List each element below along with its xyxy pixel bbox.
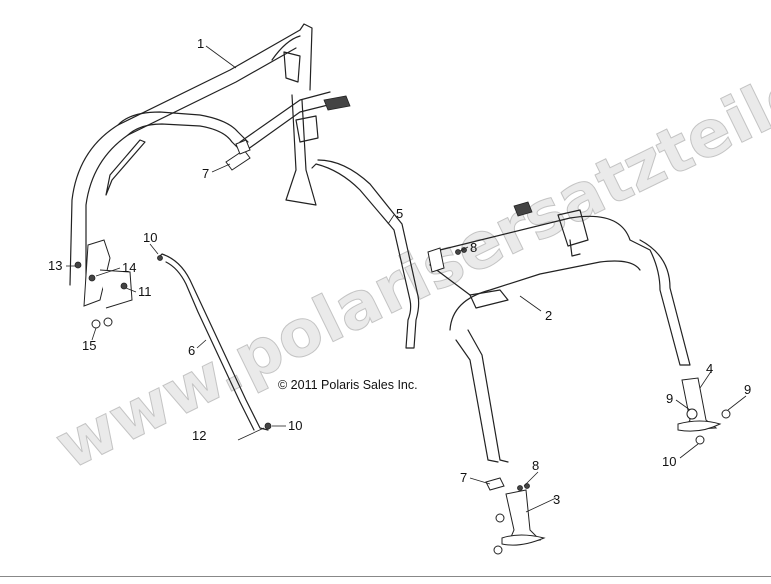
front-roll-cage-frame bbox=[427, 201, 691, 463]
callout-6: 6 bbox=[188, 343, 195, 358]
callout-11: 11 bbox=[138, 284, 152, 299]
bottom-divider bbox=[0, 576, 771, 577]
left-mount-bracket bbox=[74, 239, 133, 329]
callout-13: 13 bbox=[48, 258, 62, 273]
callout-4: 4 bbox=[706, 361, 713, 376]
callout-labels: 1 2 3 4 5 6 7 7 8 8 9 9 10 10 10 11 12 1… bbox=[48, 36, 751, 507]
front-foot-bracket-right bbox=[677, 377, 731, 445]
callout-8-upper: 8 bbox=[470, 240, 477, 255]
callout-15: 15 bbox=[82, 338, 96, 353]
front-foot-bracket-left bbox=[485, 477, 546, 555]
right-rear-brace bbox=[311, 159, 420, 349]
leader-lines bbox=[66, 45, 747, 513]
callout-10-middle: 10 bbox=[288, 418, 302, 433]
callout-5: 5 bbox=[396, 206, 403, 221]
callout-14: 14 bbox=[122, 260, 136, 275]
left-rear-brace bbox=[157, 253, 269, 431]
callout-9-left: 9 bbox=[666, 391, 673, 406]
callout-2: 2 bbox=[545, 308, 552, 323]
callout-9-right: 9 bbox=[744, 382, 751, 397]
tube-fitting-upper bbox=[225, 139, 251, 171]
callout-7-lower: 7 bbox=[460, 470, 467, 485]
callout-8-lower: 8 bbox=[532, 458, 539, 473]
callout-10-lower: 10 bbox=[662, 454, 676, 469]
copyright-notice: © 2011 Polaris Sales Inc. bbox=[278, 378, 418, 392]
callout-3: 3 bbox=[553, 492, 560, 507]
callout-12: 12 bbox=[192, 428, 206, 443]
callout-1: 1 bbox=[197, 36, 204, 51]
rear-roll-cage-frame bbox=[69, 23, 351, 286]
callout-7-upper: 7 bbox=[202, 166, 209, 181]
upper-right-hardware bbox=[455, 247, 467, 255]
brace-bolt-hardware bbox=[237, 422, 272, 441]
callout-10-upper: 10 bbox=[143, 230, 157, 245]
